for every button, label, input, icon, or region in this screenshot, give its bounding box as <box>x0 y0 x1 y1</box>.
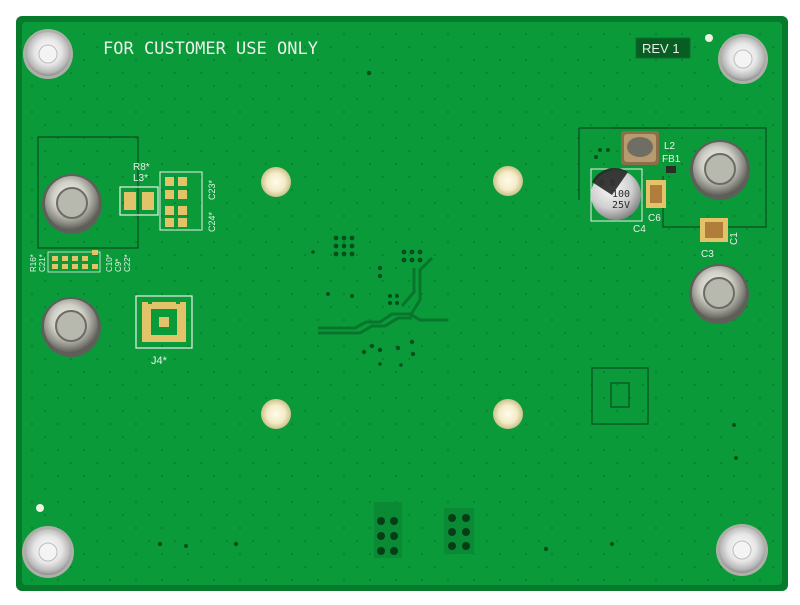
r16-label: R16* <box>29 254 38 272</box>
standoff-top-right <box>718 34 768 84</box>
c4-electrolytic: 0 8 100 25V <box>590 168 643 222</box>
revision-box <box>635 37 691 59</box>
c22-label: C22* <box>123 254 132 272</box>
terminal-lug-left-top <box>42 174 102 234</box>
cap-marking-line1: 0 8 <box>599 179 615 189</box>
j4-footprint <box>135 295 193 349</box>
customer-use-label: FOR CUSTOMER USE ONLY <box>103 39 318 59</box>
fb1-bead <box>666 166 676 173</box>
fiducial-top-right <box>705 34 713 42</box>
c23-c24-footprint <box>159 171 203 231</box>
j4-label: J4* <box>151 355 168 367</box>
via-cluster-center <box>326 235 423 367</box>
l3-label: L3* <box>133 173 148 184</box>
l2-inductor <box>621 131 659 165</box>
standoff-top-left <box>23 29 73 79</box>
l3-footprint <box>119 186 159 216</box>
terminal-lug-left-bottom <box>41 297 101 357</box>
scattered-vias <box>157 70 738 552</box>
c1-label: C1 <box>729 232 740 245</box>
fiducial-bottom-left <box>36 504 44 512</box>
c4-label: C4 <box>633 224 646 235</box>
signal-traces <box>318 256 448 335</box>
c6-label: C6 <box>648 213 661 224</box>
cap-marking-line2: 100 <box>612 189 630 200</box>
header-vias-left <box>374 502 402 558</box>
c3-capacitor <box>700 218 728 242</box>
c21-label: C21* <box>38 254 47 272</box>
terminal-outline-left <box>37 136 139 249</box>
c10-label: C10* <box>105 254 114 272</box>
terminal-lug-right-top <box>690 140 750 200</box>
mounting-holes <box>261 166 523 429</box>
c6-capacitor <box>646 180 666 208</box>
small-pad-row-left <box>47 250 101 273</box>
fb1-label: FB1 <box>662 154 681 165</box>
c9-label: C9* <box>114 259 123 272</box>
c23-label: C23* <box>207 179 217 200</box>
ic-outline-right <box>591 367 649 425</box>
l2-label: L2 <box>664 141 676 152</box>
cap-marking-line3: 25V <box>612 200 630 211</box>
c3-label: C3 <box>701 249 714 260</box>
terminal-lug-right-bottom <box>689 264 749 324</box>
revision-label: REV 1 <box>642 41 680 56</box>
standoff-bottom-right <box>716 524 768 576</box>
c24-label: C24* <box>207 211 217 232</box>
power-section-outline <box>578 127 767 228</box>
standoff-bottom-left <box>22 526 74 578</box>
header-vias-right <box>444 508 474 554</box>
r8-label: R8* <box>133 162 150 173</box>
